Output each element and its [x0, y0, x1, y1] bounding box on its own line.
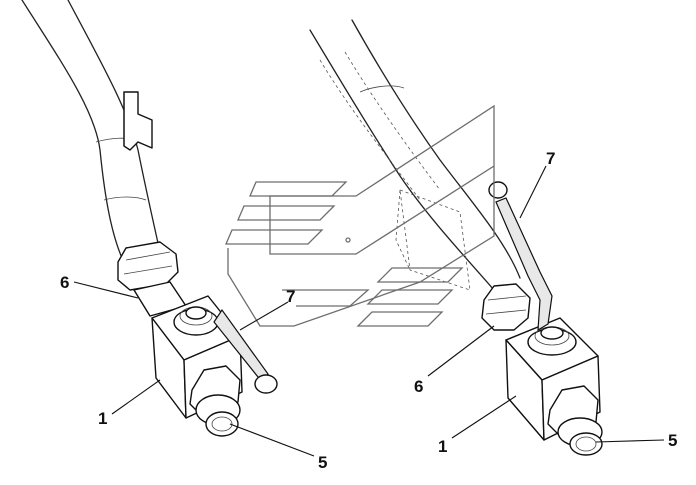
callout-right-6: 6: [414, 377, 423, 396]
leader-left-7: [239, 301, 289, 331]
callout-left-1: 1: [98, 409, 107, 428]
callout-right-5: 5: [668, 431, 677, 450]
stylized-logo-icon: [225, 104, 495, 327]
callout-left-7: 7: [286, 287, 295, 306]
left-hose-assembly: [21, 0, 278, 437]
callout-labels: 6 7 1 5 7 6 1 5: [60, 149, 677, 472]
leader-right-1: [451, 395, 517, 439]
leader-right-7: [519, 165, 547, 219]
callout-right-7: 7: [546, 149, 555, 168]
right-hose-assembly: [309, 19, 603, 456]
callout-left-6: 6: [60, 273, 69, 292]
leader-lines: [73, 165, 665, 457]
leader-left-1: [111, 379, 161, 415]
callout-right-1: 1: [438, 437, 447, 456]
leader-left-5: [229, 423, 315, 457]
leader-left-6: [73, 281, 139, 299]
leader-right-5: [595, 439, 665, 443]
leader-right-6: [427, 325, 495, 377]
callout-left-5: 5: [318, 453, 327, 472]
